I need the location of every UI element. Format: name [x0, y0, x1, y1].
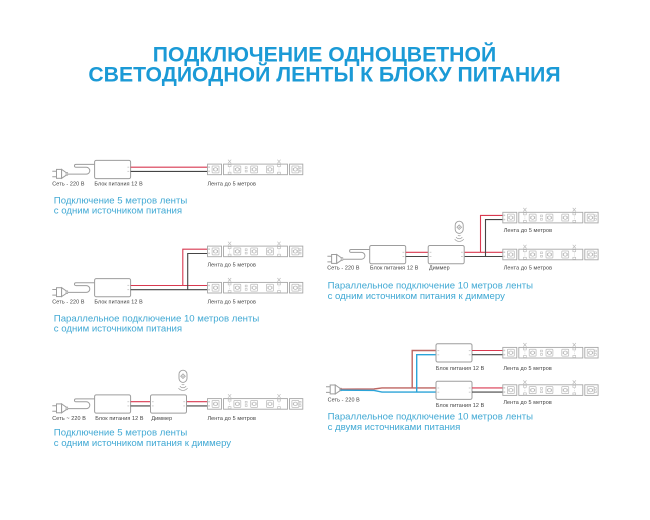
svg-text:Лента до 5 метров: Лента до 5 метров — [208, 300, 256, 306]
svg-text:Блок питания 12 В: Блок питания 12 В — [94, 300, 143, 306]
svg-text:Лента до 5 метров: Лента до 5 метров — [208, 263, 256, 269]
svg-text:с одним источником питания: с одним источником питания — [54, 206, 182, 217]
svg-text:Блок питания 12 В: Блок питания 12 В — [370, 266, 419, 272]
svg-text:Сеть - 220 В: Сеть - 220 В — [52, 300, 85, 306]
svg-text:Параллельное подключение 10 ме: Параллельное подключение 10 метров ленты — [54, 313, 260, 324]
svg-text:Сеть - 220 В: Сеть - 220 В — [327, 266, 360, 272]
svg-text:с одним источником питания к д: с одним источником питания к диммеру — [328, 291, 505, 302]
svg-text:Лента до 5 метров: Лента до 5 метров — [504, 266, 552, 272]
svg-text:Блок питания 12 В: Блок питания 12 В — [94, 181, 143, 187]
svg-text:Сеть ~ 220 В: Сеть ~ 220 В — [52, 416, 86, 422]
svg-text:Блок питания 12 В: Блок питания 12 В — [436, 366, 485, 372]
svg-text:Параллельное подключение 10 ме: Параллельное подключение 10 метров ленты — [328, 412, 534, 423]
svg-text:Диммер: Диммер — [151, 416, 172, 422]
svg-text:с одним источником питания к д: с одним источником питания к диммеру — [54, 438, 231, 449]
svg-text:с одним источником питания: с одним источником питания — [54, 324, 182, 335]
svg-text:Сеть - 220 В: Сеть - 220 В — [328, 397, 361, 403]
svg-text:Лента до 5 метров: Лента до 5 метров — [208, 416, 256, 422]
svg-text:Блок питания 12 В: Блок питания 12 В — [436, 403, 485, 409]
svg-text:ПОДКЛЮЧЕНИЕ ОДНОЦВЕТНОЙ: ПОДКЛЮЧЕНИЕ ОДНОЦВЕТНОЙ — [153, 41, 496, 66]
svg-text:Лента до 5 метров: Лента до 5 метров — [503, 400, 551, 406]
svg-text:Диммер: Диммер — [429, 266, 450, 272]
svg-text:Сеть - 220 В: Сеть - 220 В — [52, 181, 85, 187]
svg-text:Лента до 5 метров: Лента до 5 метров — [504, 228, 552, 234]
svg-text:Подключение 5 метров ленты: Подключение 5 метров ленты — [54, 428, 188, 439]
svg-text:Лента до 5 метров: Лента до 5 метров — [503, 366, 551, 372]
svg-text:с двумя источниками питания: с двумя источниками питания — [328, 422, 461, 433]
svg-text:Подключение 5 метров ленты: Подключение 5 метров ленты — [54, 195, 188, 206]
svg-text:Параллельное подключение 10 ме: Параллельное подключение 10 метров ленты — [328, 281, 534, 292]
svg-text:СВЕТОДИОДНОЙ ЛЕНТЫ К БЛОКУ ПИТ: СВЕТОДИОДНОЙ ЛЕНТЫ К БЛОКУ ПИТАНИЯ — [88, 61, 560, 86]
svg-text:Лента до 5 метров: Лента до 5 метров — [208, 181, 256, 187]
svg-text:Блок питания 12 В: Блок питания 12 В — [95, 416, 144, 422]
